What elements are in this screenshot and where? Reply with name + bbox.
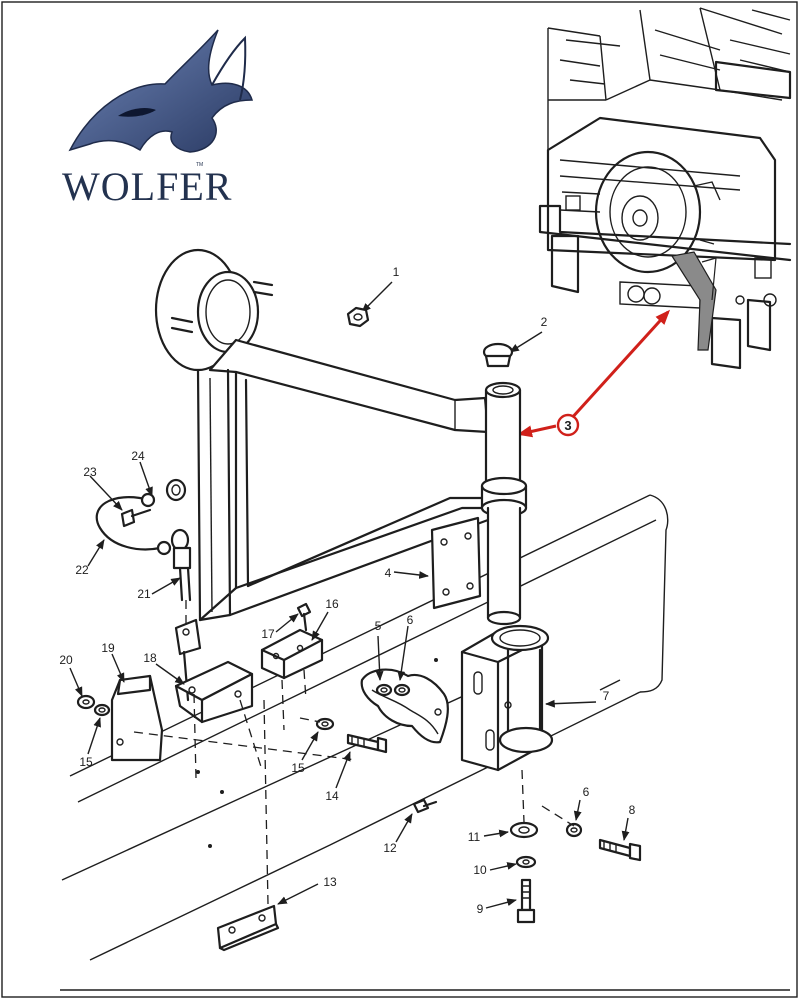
gusset-19	[110, 674, 357, 762]
callout-20: 20	[59, 653, 73, 667]
leader-5	[375, 635, 384, 681]
callout-21: 21	[137, 587, 151, 601]
callout-13: 13	[323, 875, 337, 889]
callout-12: 12	[383, 841, 397, 855]
leader-2	[509, 331, 543, 353]
vehicle-inset	[538, 7, 792, 370]
leader-4	[393, 571, 429, 579]
logo-word: WOLFER	[62, 164, 232, 209]
leader-21	[151, 577, 181, 595]
callout-14: 14	[325, 789, 339, 803]
leader-13	[277, 883, 319, 905]
callout-10: 10	[473, 863, 487, 877]
leader-8	[621, 817, 630, 841]
callout-8: 8	[629, 803, 636, 817]
callout-circle-3	[556, 413, 580, 437]
leader-15a	[87, 717, 101, 755]
leader-10	[489, 862, 517, 871]
callout-2: 2	[541, 315, 548, 329]
highlight-arrow: 3	[517, 309, 671, 438]
wolf-silhouette	[68, 29, 253, 153]
callout-11: 11	[468, 830, 481, 844]
leader-12	[395, 813, 413, 843]
callout-17: 17	[261, 627, 275, 641]
callout-numbers: 1 2 4 5 6 7 6 8 9 10 11 12 13 14 15 15 1…	[59, 265, 635, 916]
callout-6b: 6	[583, 785, 590, 799]
tailgate-panel	[60, 494, 790, 991]
callout-4: 4	[385, 566, 392, 580]
part-7-socket	[460, 624, 554, 772]
leader-14	[335, 751, 351, 789]
leader-6b	[573, 799, 582, 821]
callout-15b: 15	[291, 761, 305, 775]
bracket-16	[260, 602, 324, 731]
pin-lanyard	[95, 478, 192, 624]
callout-19: 19	[101, 641, 115, 655]
part-4-plate	[430, 516, 482, 610]
leader-18	[155, 663, 185, 685]
lower-hardware	[412, 769, 642, 924]
callout-22: 22	[75, 563, 89, 577]
callout-16: 16	[325, 597, 339, 611]
callout-15a: 15	[79, 755, 93, 769]
leader-9	[485, 898, 517, 909]
leader-23	[89, 475, 123, 511]
leader-24	[139, 461, 153, 497]
callout-leaders	[69, 281, 630, 909]
callout-9: 9	[477, 902, 484, 916]
bracket-18	[174, 660, 263, 779]
cap-2	[482, 342, 514, 368]
logo-trademark: TM	[196, 162, 203, 168]
leader-22	[87, 539, 105, 567]
leader-11	[483, 829, 509, 838]
leader-1	[361, 281, 393, 313]
bolt-14	[299, 717, 388, 754]
leader-16	[311, 611, 329, 641]
leader-6a	[397, 625, 409, 681]
panel-holes	[196, 658, 438, 848]
wolfer-logo: WOLFER TM	[62, 29, 253, 209]
washers-20-15	[76, 694, 111, 717]
carrier-frame	[154, 248, 528, 702]
callout-23: 23	[83, 465, 97, 479]
nut-1	[346, 306, 370, 328]
callout-24: 24	[131, 449, 145, 463]
callout-18: 18	[143, 651, 157, 665]
callout-7: 7	[603, 689, 610, 703]
leader-19	[111, 653, 125, 683]
bracket-5-6	[360, 668, 449, 744]
leader-15b	[301, 731, 319, 761]
callout-5: 5	[375, 619, 382, 633]
leader-7	[545, 699, 597, 708]
callout-3: 3	[564, 418, 571, 433]
leader-17	[275, 613, 299, 633]
backing-strip-13	[216, 699, 280, 952]
callout-1: 1	[393, 265, 400, 279]
callout-6a: 6	[407, 613, 414, 627]
leader-20	[69, 667, 83, 697]
